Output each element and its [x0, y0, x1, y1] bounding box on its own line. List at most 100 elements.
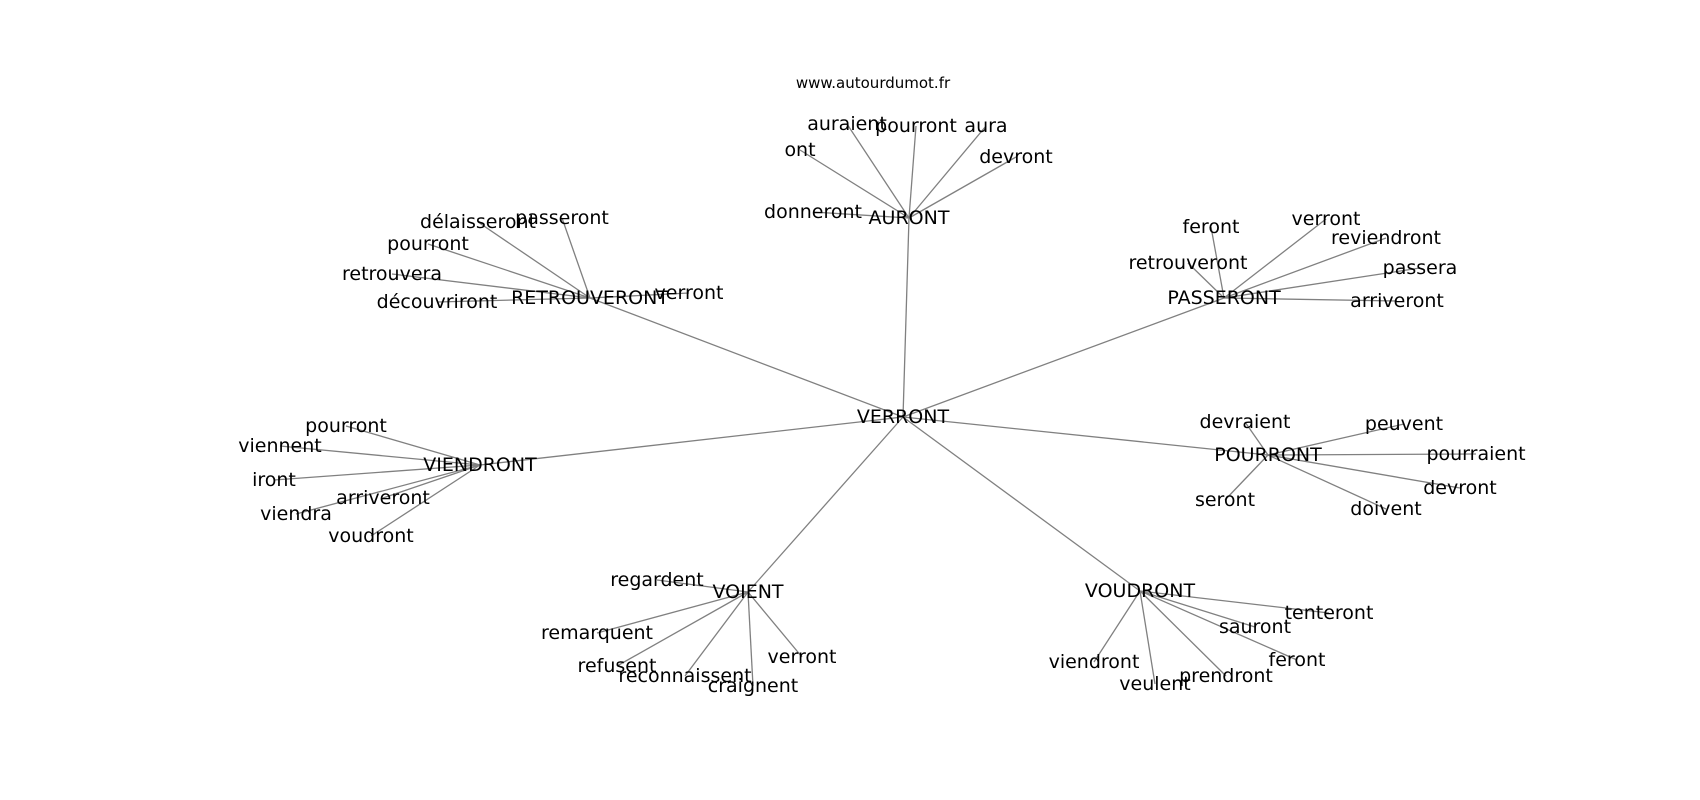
leaf-word: viennent [238, 435, 321, 457]
leaf-word: tenteront [1285, 602, 1374, 624]
leaf-word: verront [655, 282, 724, 304]
leaf-word: peuvent [1365, 413, 1443, 435]
leaf-word: arriveront [1350, 290, 1444, 312]
leaf-word: arriveront [336, 487, 430, 509]
leaf-word: remarquent [541, 622, 653, 644]
hub-edge [902, 416, 1141, 592]
leaf-word: sauront [1219, 616, 1291, 638]
leaf-word: pourront [875, 115, 957, 137]
leaf-word: devront [979, 146, 1053, 168]
hub-edge [479, 416, 904, 466]
leaf-word: viendront [1049, 651, 1140, 673]
hub-edge [902, 416, 1269, 456]
hub-edge [902, 217, 910, 418]
leaf-edge [846, 123, 910, 219]
leaf-edge [656, 579, 749, 593]
hub-edge [902, 297, 1225, 418]
leaf-word: devraient [1200, 411, 1291, 433]
leaf-edge [908, 125, 917, 219]
leaf-edge [1139, 590, 1156, 685]
leaf-word: pourraient [1426, 443, 1525, 465]
leaf-word: verront [1292, 208, 1361, 230]
leaf-word: verront [768, 646, 837, 668]
leaf-word: pourront [387, 233, 469, 255]
hub-word: POURRONT [1214, 444, 1322, 466]
leaf-edge [1210, 226, 1225, 299]
leaf-edge [812, 211, 910, 219]
hub-word: VOIENT [712, 581, 783, 603]
leaf-edge [273, 464, 481, 481]
leaf-edge [1139, 590, 1256, 628]
leaf-word: découvriront [377, 291, 498, 313]
hub-word: AURONT [869, 207, 950, 229]
leaf-word: refusent [578, 655, 657, 677]
leaf-edge [1139, 590, 1298, 661]
hub-word: VIENDRONT [423, 454, 537, 476]
leaf-edge [1223, 297, 1398, 302]
leaf-edge [616, 591, 749, 667]
leaf-edge [908, 125, 987, 219]
leaf-word: doivent [1350, 498, 1421, 520]
center-word: VERRONT [857, 406, 950, 428]
hub-word: PASSERONT [1167, 287, 1281, 309]
leaf-edge [1224, 454, 1269, 501]
leaf-edge [427, 243, 591, 299]
leaf-word: viendra [260, 503, 332, 525]
leaf-word: feront [1269, 649, 1326, 671]
leaf-edge [391, 273, 591, 299]
leaf-edge [747, 591, 754, 687]
leaf-edge [370, 464, 481, 537]
leaf-edge [684, 591, 749, 677]
leaf-edge [799, 149, 910, 219]
leaf-edge [1223, 218, 1327, 299]
leaf-word: retrouvera [342, 263, 442, 285]
leaf-word: passeront [515, 207, 609, 229]
watermark: www.autourdumot.fr [796, 74, 951, 92]
leaf-edge [561, 217, 591, 299]
leaf-word: voudront [328, 525, 413, 547]
leaf-edge [596, 591, 749, 634]
leaf-edge [1223, 267, 1421, 299]
leaf-word: reviendront [1331, 227, 1441, 249]
leaf-edge [1267, 454, 1461, 489]
leaf-edge [1267, 453, 1477, 456]
leaf-word: devront [1423, 477, 1497, 499]
leaf-word: feront [1183, 216, 1240, 238]
leaf-edge [1093, 590, 1141, 663]
leaf-edge [295, 464, 481, 515]
leaf-edge [908, 156, 1017, 219]
leaf-edge [345, 425, 481, 466]
leaf-edge [279, 445, 481, 466]
leaf-edge [1139, 590, 1227, 677]
leaf-word: ont [784, 139, 815, 161]
graph-edges [273, 123, 1477, 687]
leaf-edge [436, 297, 591, 303]
leaf-word: auraient [807, 113, 887, 135]
leaf-edge [477, 221, 591, 299]
leaf-edge [1187, 262, 1225, 299]
leaf-edge [747, 591, 803, 658]
leaf-edge [1267, 423, 1405, 456]
leaf-word: veulent [1119, 673, 1190, 695]
leaf-word: regardent [610, 569, 704, 591]
leaf-edge [1223, 237, 1387, 299]
leaf-edge [382, 464, 481, 499]
leaf-word: pourront [305, 415, 387, 437]
leaf-word: iront [252, 469, 296, 491]
leaf-word: donneront [764, 201, 862, 223]
leaf-word: seront [1195, 489, 1255, 511]
leaf-word: passera [1383, 257, 1458, 279]
leaf-edge [1267, 454, 1387, 510]
hub-edge [589, 297, 904, 418]
leaf-word: aura [964, 115, 1007, 137]
leaf-edge [589, 292, 690, 299]
hub-edge [747, 416, 904, 593]
hub-word: RETROUVERONT [511, 287, 669, 309]
leaf-word: délaisseront [420, 211, 536, 233]
leaf-word: reconnaissent [618, 665, 751, 687]
leaf-word: prendront [1179, 665, 1273, 687]
hub-word: VOUDRONT [1085, 580, 1196, 602]
leaf-word: retrouveront [1128, 252, 1247, 274]
